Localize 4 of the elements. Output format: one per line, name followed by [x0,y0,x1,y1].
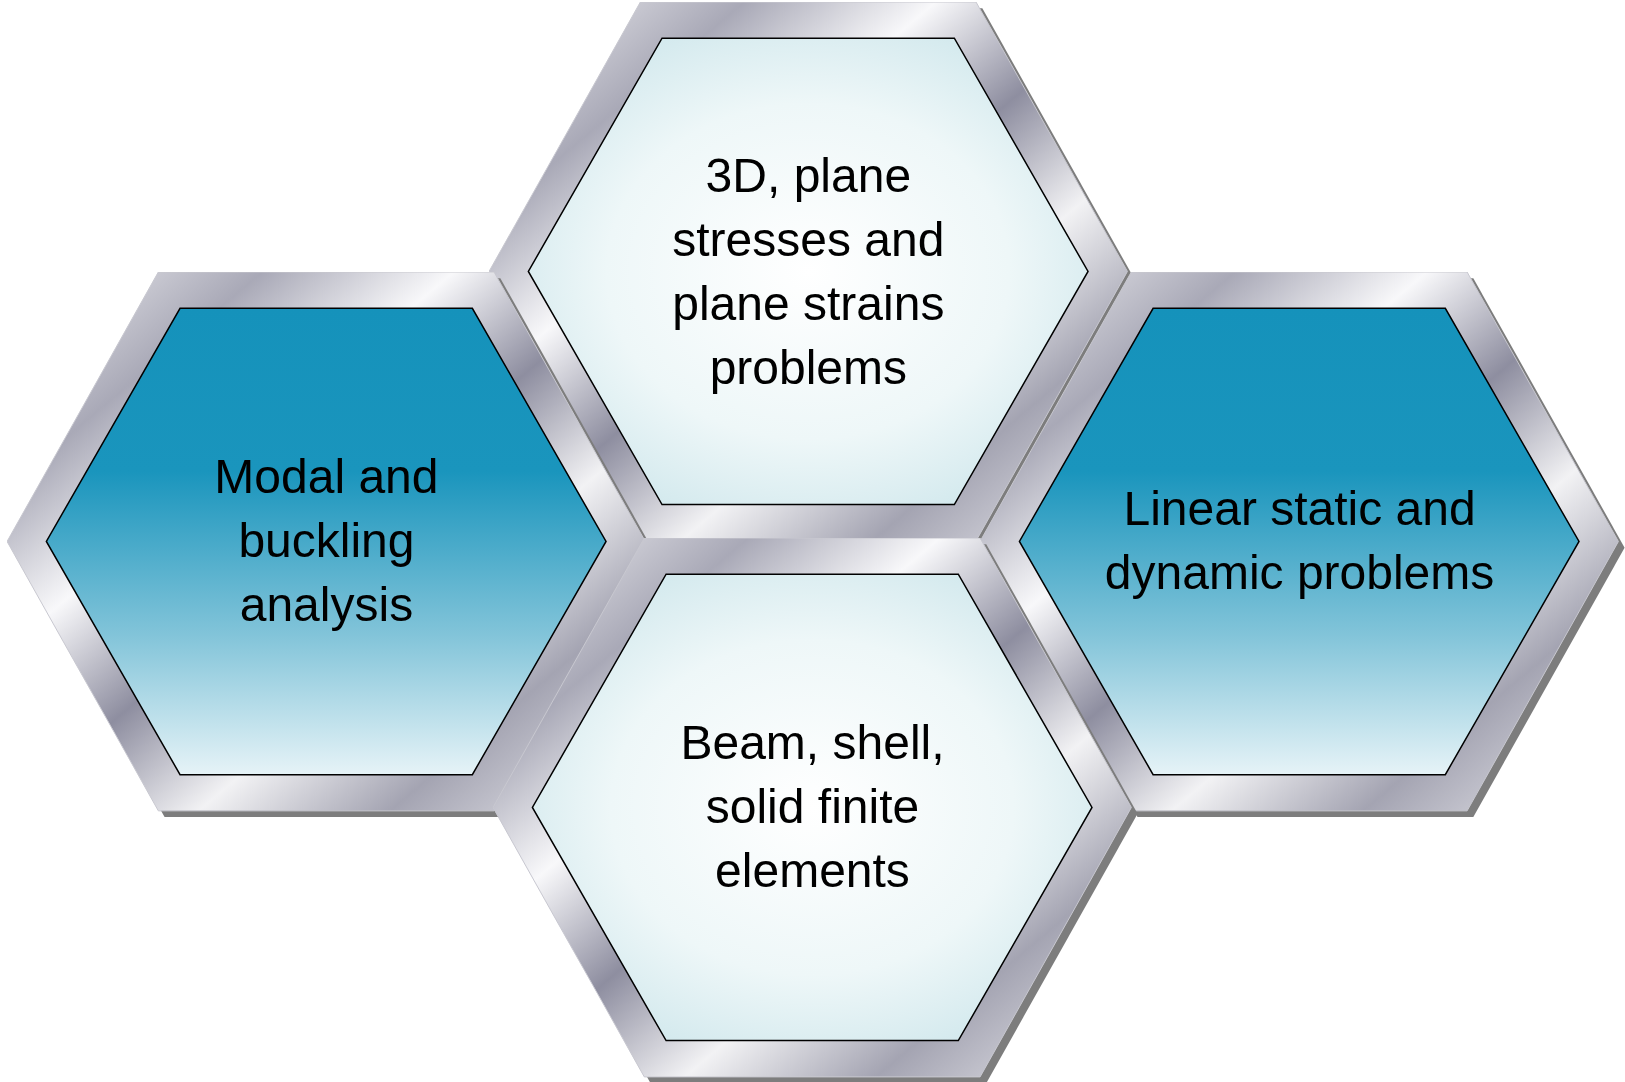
tile-text: 3D, plane stresses and plane strains problems [671,147,946,396]
tile-text: Modal and buckling analysis [213,448,440,633]
tile-text: Beam, shell, solid finite elements [679,715,946,900]
tile-text: Linear static and dynamic problems [1103,480,1496,601]
